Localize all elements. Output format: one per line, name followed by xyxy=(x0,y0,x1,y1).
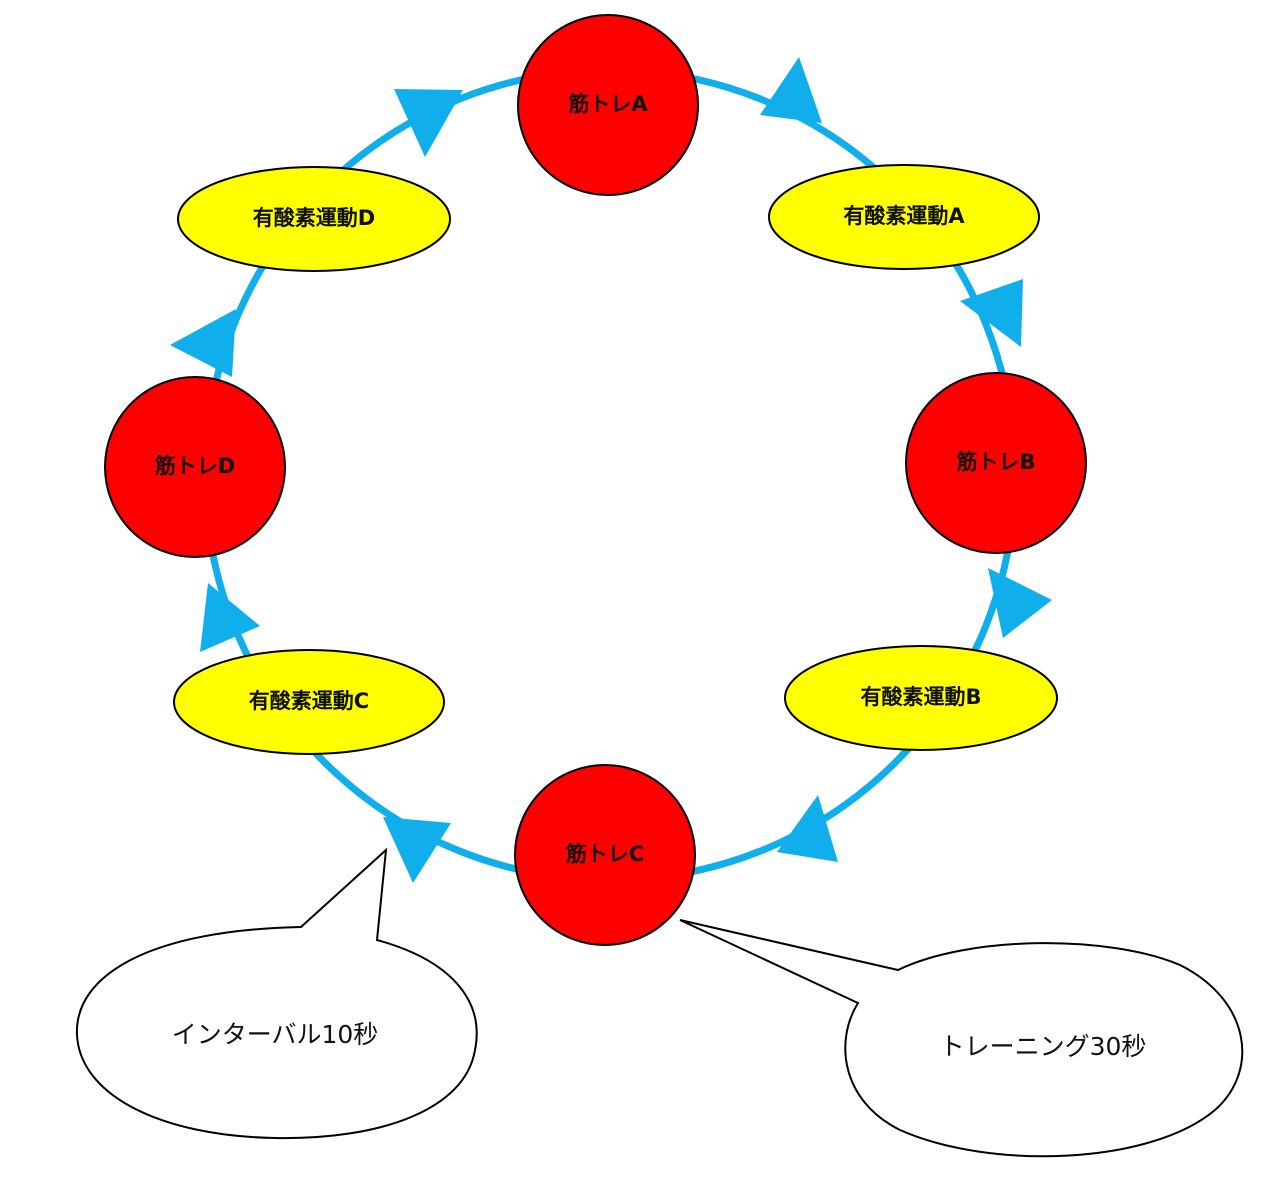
arrow-cardio-c-to-d xyxy=(200,583,260,652)
arrow-c-to-cardio-c xyxy=(383,817,451,883)
strength-node-b-label: 筋トレB xyxy=(955,450,1035,474)
callout-interval-label: インターバル10秒 xyxy=(172,1020,379,1049)
callout-training-bubble xyxy=(679,919,1244,1158)
strength-node-c-label: 筋トレC xyxy=(565,842,644,866)
strength-node-a-label: 筋トレA xyxy=(567,92,648,116)
cardio-node-c: 有酸素運動C xyxy=(173,649,445,755)
arrow-b-to-cardio-b xyxy=(988,568,1052,638)
cardio-node-d: 有酸素運動D xyxy=(177,166,451,272)
strength-node-a-shape xyxy=(517,14,699,196)
arrow-cardio-a-to-b xyxy=(960,279,1023,347)
callout-training: トレーニング30秒 xyxy=(679,919,1244,1158)
strength-node-d-shape xyxy=(104,376,286,558)
flow-arrows xyxy=(170,57,1052,883)
arrow-d-to-cardio-d xyxy=(170,309,236,377)
cardio-node-c-label: 有酸素運動C xyxy=(249,689,369,713)
strength-node-d-label: 筋トレD xyxy=(154,454,235,478)
arrow-a-to-cardio-a xyxy=(760,57,822,123)
cardio-node-a-label: 有酸素運動A xyxy=(843,204,965,228)
cardio-node-c-shape xyxy=(173,649,445,755)
strength-node-d: 筋トレD xyxy=(104,376,286,558)
strength-node-c: 筋トレC xyxy=(514,764,696,946)
cardio-node-d-shape xyxy=(177,166,451,272)
strength-node-a: 筋トレA xyxy=(517,14,699,196)
cardio-node-b-shape xyxy=(784,645,1058,751)
strength-node-c-shape xyxy=(514,764,696,946)
cardio-node-b-label: 有酸素運動B xyxy=(860,685,981,709)
callout-training-label: トレーニング30秒 xyxy=(940,1032,1147,1061)
cardio-node-d-label: 有酸素運動D xyxy=(253,206,375,230)
strength-node-b: 筋トレB xyxy=(905,372,1087,554)
callout-interval: インターバル10秒 xyxy=(75,847,478,1140)
cardio-node-a: 有酸素運動A xyxy=(768,164,1040,270)
arrow-cardio-d-to-a xyxy=(394,89,463,157)
strength-node-b-shape xyxy=(905,372,1087,554)
cardio-node-a-shape xyxy=(768,164,1040,270)
cardio-node-b: 有酸素運動B xyxy=(784,645,1058,751)
arrow-cardio-b-to-c xyxy=(777,795,838,862)
callout-interval-bubble xyxy=(75,847,478,1140)
